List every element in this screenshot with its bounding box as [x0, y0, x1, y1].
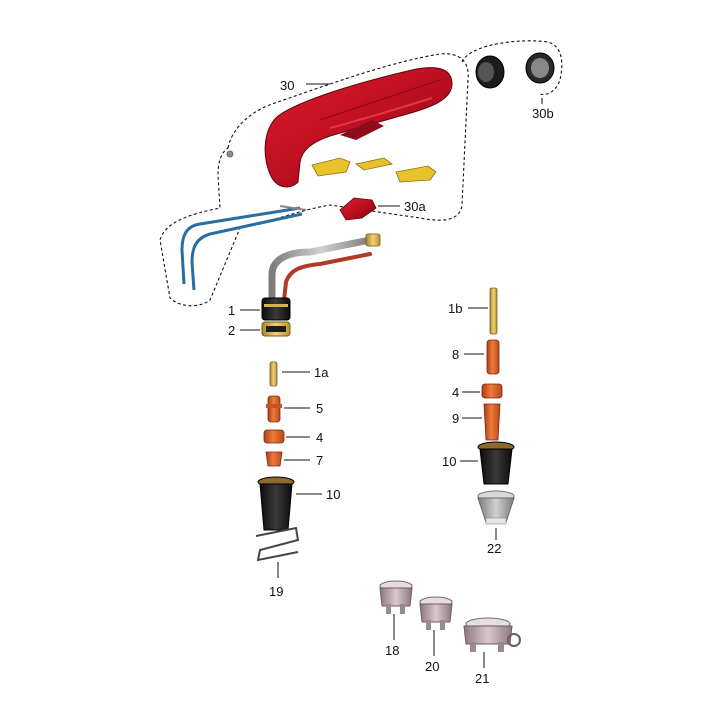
group-30b-dashed-outline: [461, 40, 563, 96]
tip-part-9: [483, 403, 501, 441]
swirl-ring-part-4-right: [481, 383, 503, 399]
label-19: 19: [269, 584, 283, 599]
label-10-right: 10: [442, 454, 456, 469]
label-22: 22: [487, 541, 501, 556]
label-1: 1: [228, 303, 235, 318]
tip-part-7: [265, 451, 283, 467]
label-30b: 30b: [532, 106, 554, 121]
label-7: 7: [316, 453, 323, 468]
label-4-right: 4: [452, 385, 459, 400]
spring-clip-part-19: [255, 526, 300, 562]
pilot-leads: [180, 205, 307, 291]
label-4-left: 4: [316, 430, 323, 445]
electrode-part-8: [486, 339, 500, 375]
handle-screw-icon: [226, 150, 234, 158]
swirl-ring-part-4-left: [263, 429, 285, 444]
torch-handle: [264, 67, 453, 188]
trigger-parts: [311, 157, 437, 183]
switch-part-30a: [339, 197, 377, 221]
label-9: 9: [452, 411, 459, 426]
shield-part-18: [379, 580, 413, 614]
label-30: 30: [280, 78, 294, 93]
label-8: 8: [452, 347, 459, 362]
drag-shield-part-21: [463, 617, 521, 652]
label-10-left: 10: [326, 487, 340, 502]
group-30-dashed-outline: [159, 53, 469, 307]
label-18: 18: [385, 643, 399, 658]
label-1a: 1a: [314, 365, 329, 380]
shield-part-20: [419, 596, 453, 630]
label-1b: 1b: [448, 301, 462, 316]
electrode-part-1b: [489, 287, 498, 335]
shield-cup-part-22: [477, 490, 515, 525]
handle-end-rings: [475, 52, 555, 89]
electrode-part-1a: [269, 361, 278, 387]
retaining-ring-part-2: [261, 321, 291, 337]
electrode-part-5: [266, 395, 282, 423]
torch-cables: [268, 233, 381, 302]
label-2: 2: [228, 323, 235, 338]
leader-lines: [240, 83, 543, 668]
label-5: 5: [316, 401, 323, 416]
label-30a: 30a: [404, 199, 426, 214]
nozzle-part-10-right: [477, 441, 515, 485]
torch-body-part-1: [261, 297, 291, 321]
label-20: 20: [425, 659, 439, 674]
nozzle-part-10-left: [257, 476, 295, 531]
label-21: 21: [475, 671, 489, 686]
